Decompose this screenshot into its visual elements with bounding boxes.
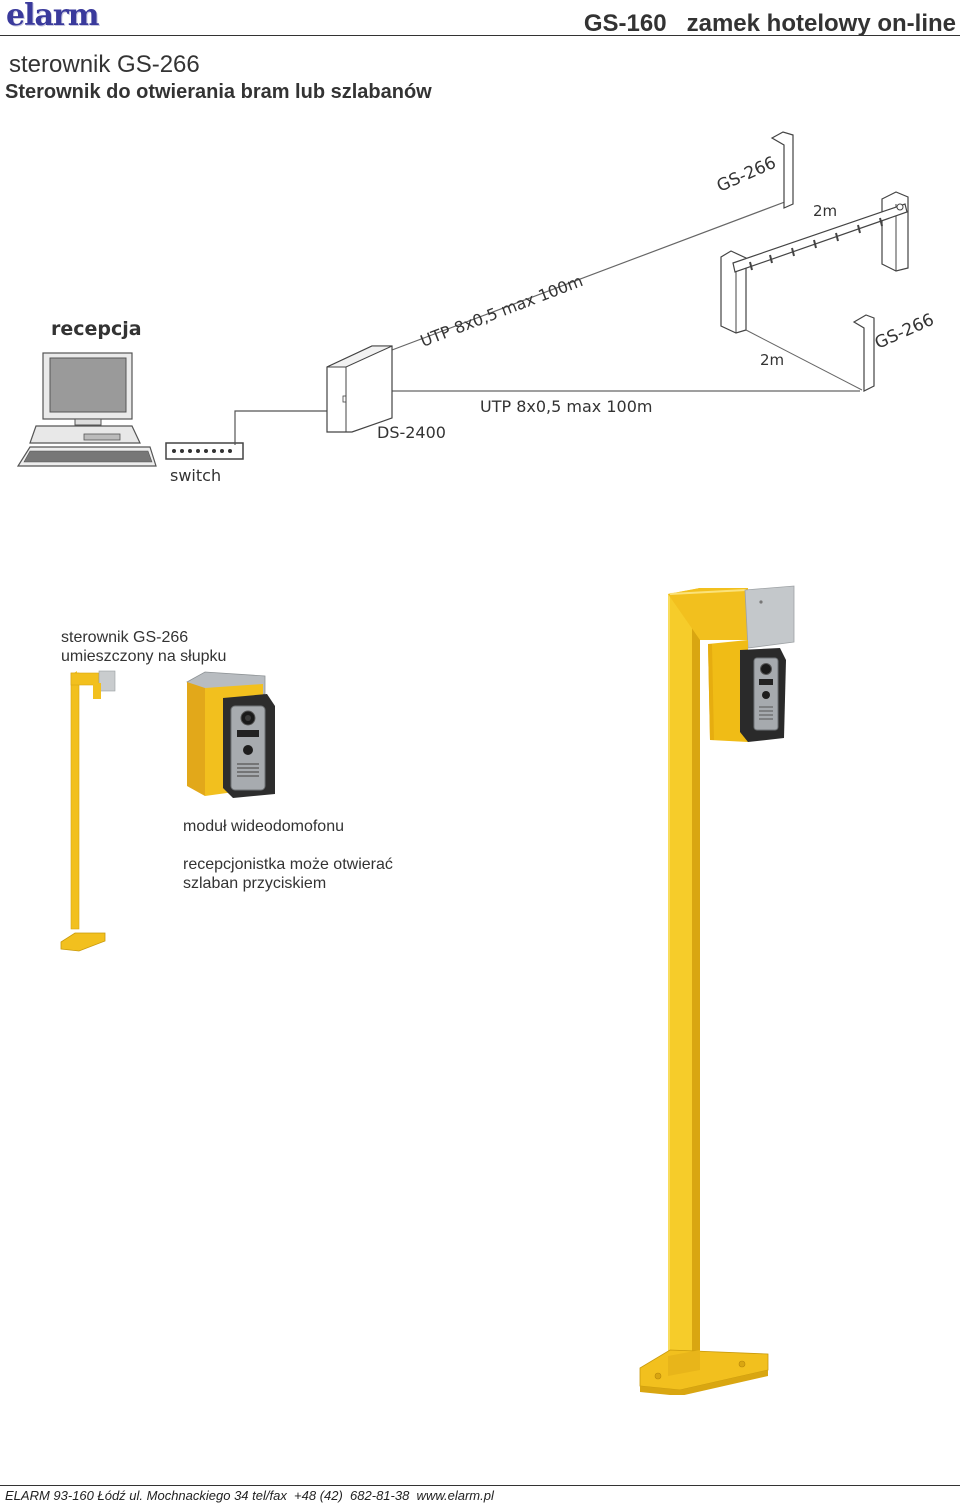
switch-label: switch [170, 466, 221, 485]
footer-divider [0, 1485, 960, 1486]
small-post-image [60, 670, 116, 952]
receptionist-caption: recepcjonistka może otwierać szlaban prz… [183, 855, 393, 893]
controller-box-icon [326, 345, 393, 433]
post-caption: sterownik GS-266 umieszczony na słupku [61, 628, 226, 666]
cable-top [391, 199, 791, 351]
page-title: sterownik GS-266 [9, 51, 200, 78]
header-divider [0, 35, 960, 36]
elarm-logo: elarm [6, 0, 99, 33]
product-code: GS-160 [583, 10, 667, 37]
module-caption: moduł wideodomofonu [183, 818, 344, 835]
switch-icon [165, 442, 244, 460]
cable-top-label: UTP 8x0,5 max 100m [418, 271, 586, 351]
post-caption-line1: sterownik GS-266 [61, 629, 189, 646]
computer-icon [16, 352, 157, 467]
video-module-image [186, 671, 275, 798]
large-post-image [639, 585, 795, 1395]
receptionist-caption-line2: szlaban przyciskiem [183, 875, 327, 892]
cable-bottom-label: UTP 8x0,5 max 100m [480, 397, 652, 416]
reception-label: recepcja [51, 318, 142, 340]
distance-bottom-label: 2m [760, 351, 784, 369]
post-caption-line2: umieszczony na słupku [61, 648, 227, 665]
gate-bottom-label: GS-266 [872, 310, 937, 354]
footer-address: ELARM 93-160 Łódź ul. Mochnackiego 34 te… [5, 1488, 494, 1503]
receptionist-caption-line1: recepcjonistka może otwierać [183, 856, 393, 873]
controller-label: DS-2400 [377, 423, 446, 442]
page-subtitle: Sterownik do otwierania bram lub szlaban… [5, 81, 432, 103]
distance-top-label: 2m [813, 202, 837, 220]
gate-top-label: GS-266 [714, 153, 779, 197]
barrier-gate-icon [720, 131, 909, 392]
system-diagram: recepcja switch DS-2400 UTP 8x0,5 max 10… [16, 131, 937, 485]
header-product: GS-160 zamek hotelowy on-line [584, 10, 956, 38]
network-cable [234, 410, 330, 445]
product-name: zamek hotelowy on-line [686, 10, 956, 37]
